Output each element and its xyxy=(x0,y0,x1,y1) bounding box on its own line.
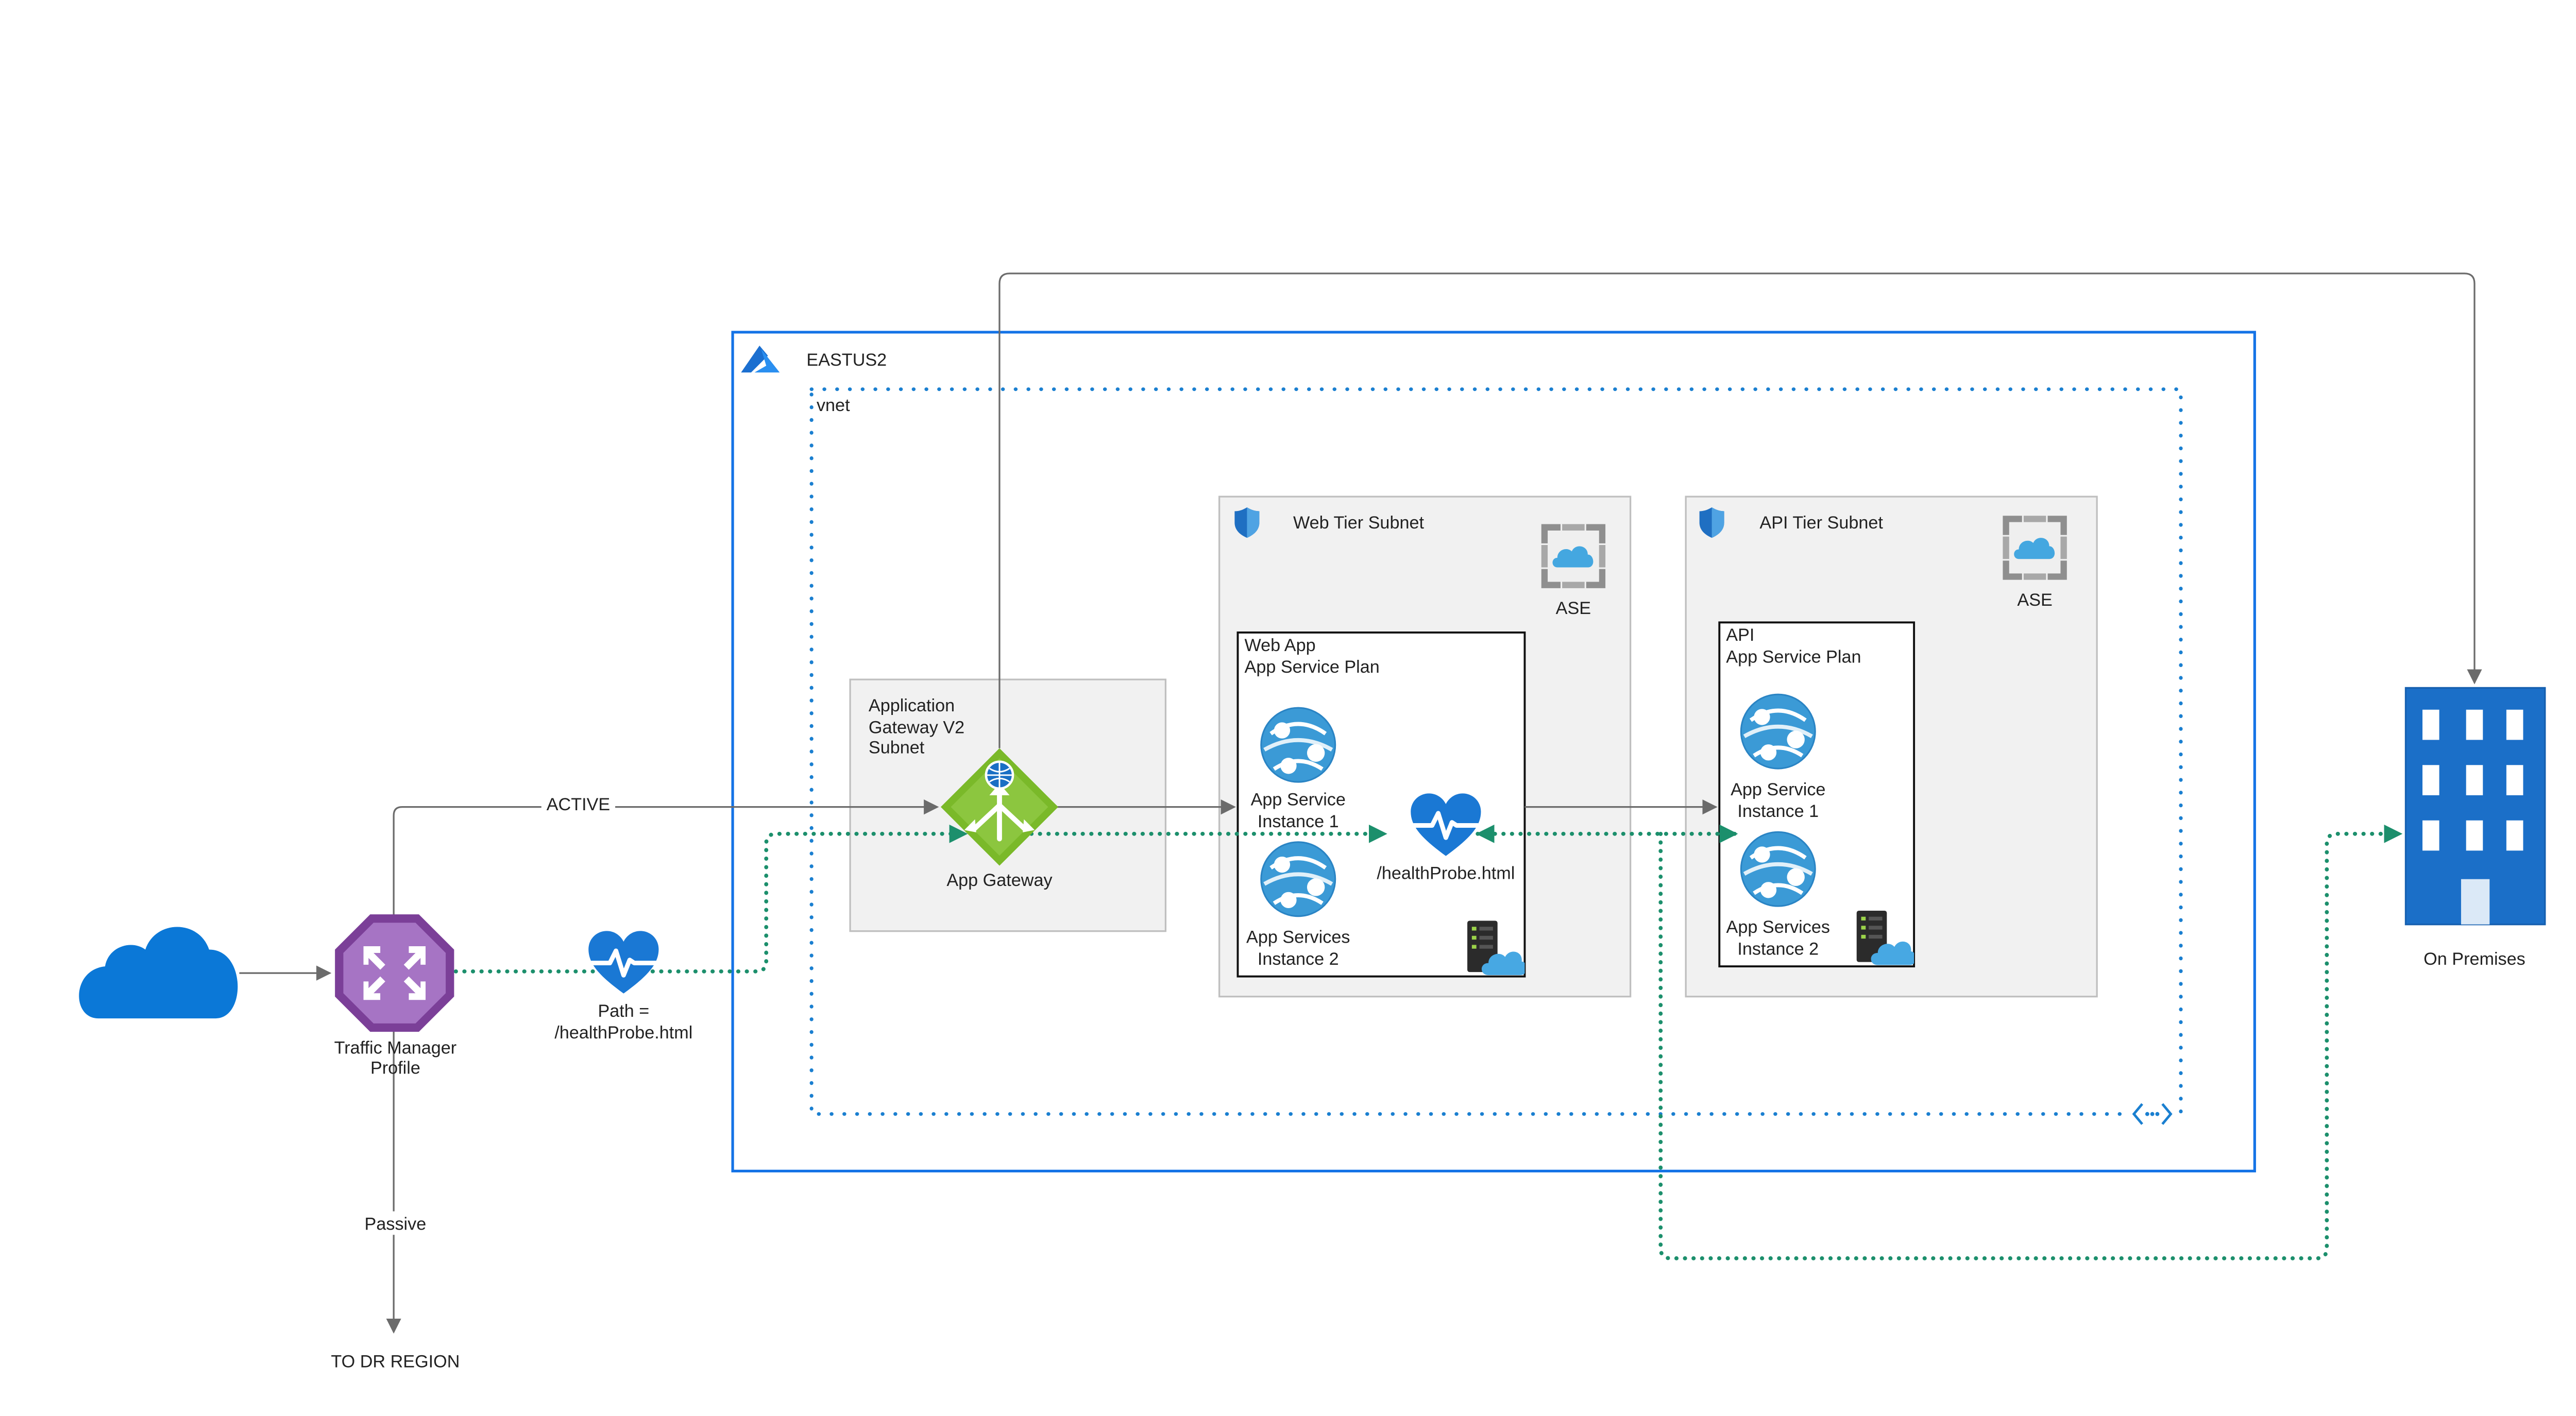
vnet-peering-icon xyxy=(2130,1100,2174,1128)
edge-gw-to-onprem xyxy=(998,272,2482,748)
vnet-boundary: vnet xyxy=(809,387,2183,1128)
tm-label-line2: Profile xyxy=(370,1059,420,1078)
api-inst2-line1: App Services xyxy=(1726,917,1830,937)
web-ase-label: ASE xyxy=(1556,599,1591,618)
edge-active xyxy=(393,799,939,916)
web-probe-label: /healthProbe.html xyxy=(1377,864,1515,883)
probe-path-line2: /healthProbe.html xyxy=(554,1023,692,1043)
on-premises-building-icon[interactable] xyxy=(2404,687,2546,926)
azure-logo-icon xyxy=(741,345,780,373)
api-app-service-plan: API App Service Plan xyxy=(1718,621,1916,968)
app-service-icon[interactable] xyxy=(1741,694,1815,769)
active-label: ACTIVE xyxy=(547,795,610,814)
app-service-icon[interactable] xyxy=(1261,708,1335,782)
traffic-manager-icon[interactable] xyxy=(335,914,454,1032)
internet-cloud-icon xyxy=(79,927,238,1019)
api-ase-label: ASE xyxy=(2017,590,2052,610)
dr-region-label: TO DR REGION xyxy=(331,1352,460,1372)
region-eastus2: EASTUS2 xyxy=(731,331,2256,1173)
ase-icon xyxy=(1541,524,1606,588)
on-premises-label: On Premises xyxy=(2424,949,2526,969)
api-inst1-line1: App Service xyxy=(1731,780,1825,799)
web-inst1-line2: Instance 1 xyxy=(1258,812,1339,831)
api-plan-line2: App Service Plan xyxy=(1726,647,1861,667)
web-plan-line1: Web App xyxy=(1245,636,1316,655)
appgw-subnet-line2: Gateway V2 xyxy=(869,718,964,737)
passive-label: Passive xyxy=(365,1214,427,1234)
tm-label-line1: Traffic Manager xyxy=(334,1038,457,1057)
web-inst2-line2: Instance 2 xyxy=(1258,949,1339,969)
probe-api-to-onprem xyxy=(1658,824,2403,1260)
region-label: EASTUS2 xyxy=(806,350,887,370)
connectors xyxy=(239,272,2482,1334)
probe-path-line1: Path = xyxy=(598,1001,649,1021)
ase-icon xyxy=(2003,516,2067,580)
vnet-label: vnet xyxy=(817,396,850,415)
app-gateway-label: App Gateway xyxy=(946,871,1053,890)
app-service-icon[interactable] xyxy=(1741,832,1815,906)
api-subnet-label: API Tier Subnet xyxy=(1759,513,1883,533)
web-inst1-line1: App Service xyxy=(1251,790,1346,809)
web-plan-line2: App Service Plan xyxy=(1245,657,1380,677)
api-inst2-line2: Instance 2 xyxy=(1737,939,1819,959)
app-gateway-icon[interactable] xyxy=(940,748,1058,866)
app-service-icon[interactable] xyxy=(1261,842,1335,916)
probe-tm-to-gw xyxy=(453,824,968,974)
web-subnet-label: Web Tier Subnet xyxy=(1293,513,1425,533)
web-inst2-line1: App Services xyxy=(1246,927,1350,947)
health-probe-paths xyxy=(453,824,2403,1260)
api-plan-line1: API xyxy=(1726,625,1754,645)
appgw-subnet-line3: Subnet xyxy=(869,738,925,757)
appgw-subnet-line1: Application xyxy=(869,696,955,715)
health-probe-icon xyxy=(588,931,658,993)
api-inst1-line2: Instance 1 xyxy=(1737,801,1819,821)
